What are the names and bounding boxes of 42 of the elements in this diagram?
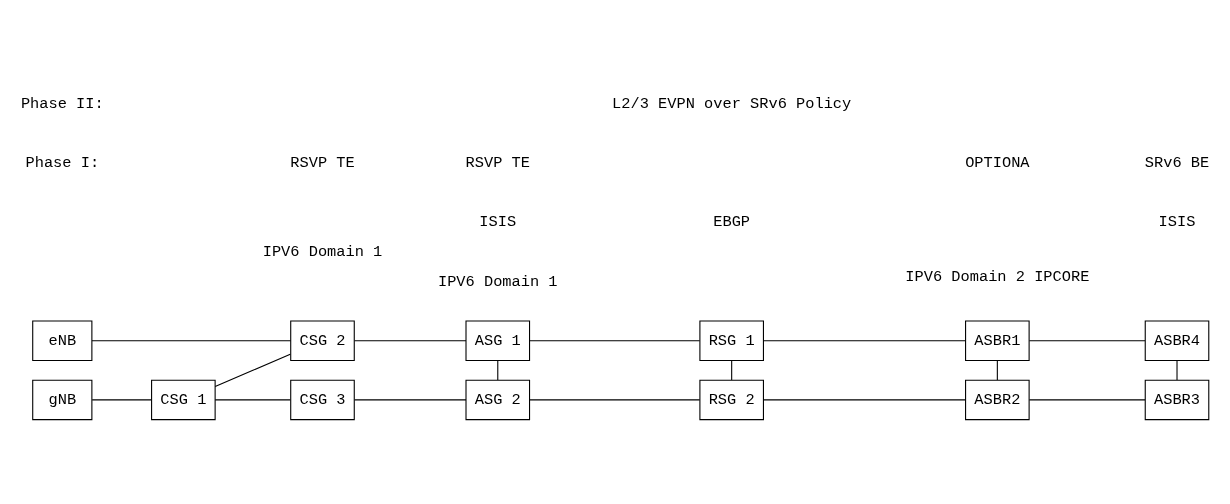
label: ISIS [479, 213, 517, 232]
node-box: ASBR3 [1144, 379, 1210, 421]
connector [731, 360, 733, 381]
connector [1176, 360, 1178, 381]
connector [91, 399, 152, 401]
node-box: ASBR4 [1144, 320, 1210, 361]
node-box: eNB [32, 320, 93, 361]
connector [529, 340, 701, 342]
label: ISIS [1158, 213, 1196, 232]
node-box: CSG 2 [290, 320, 355, 361]
label: RSVP TE [290, 154, 355, 173]
label: SRv6 BE [1144, 154, 1210, 173]
node-box: CSG 1 [151, 379, 216, 421]
connector [497, 360, 499, 381]
label: RSVP TE [465, 154, 530, 173]
connector [214, 353, 291, 388]
label: Phase II: [20, 95, 104, 114]
connector [354, 399, 467, 401]
connector [996, 360, 998, 381]
connector [762, 340, 966, 342]
connector [91, 340, 292, 342]
node-box: ASBR2 [965, 379, 1030, 421]
node-box: ASG 2 [465, 379, 531, 421]
node-box: RSG 2 [699, 379, 764, 421]
connector [1028, 399, 1146, 401]
node-box: ASG 1 [465, 320, 531, 361]
node-box: ASBR1 [965, 320, 1030, 361]
connector [214, 399, 291, 401]
label: EBGP [713, 213, 751, 232]
label: L2/3 EVPN over SRv6 Policy [612, 95, 852, 114]
label: IPV6 Domain 2 IPCORE [905, 268, 1090, 287]
connector [1028, 340, 1146, 342]
connector [354, 340, 467, 342]
node-box: gNB [32, 379, 93, 421]
node-box: CSG 3 [290, 379, 355, 421]
label: IPV6 Domain 1 [262, 243, 383, 262]
connector [529, 399, 701, 401]
node-box: RSG 1 [699, 320, 764, 361]
connector [762, 399, 966, 401]
label: OPTIONA [965, 154, 1030, 173]
label: Phase I: [25, 154, 100, 173]
label: IPV6 Domain 1 [437, 272, 558, 291]
